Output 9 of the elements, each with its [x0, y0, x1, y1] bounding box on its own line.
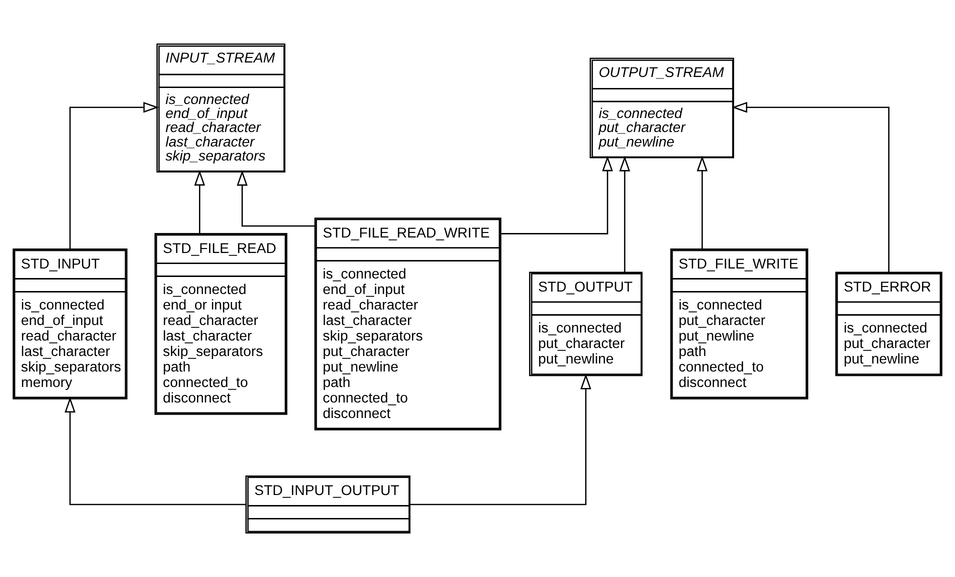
arrow	[69, 102, 159, 249]
arrow	[501, 156, 613, 234]
arrow	[194, 170, 206, 234]
arrow	[410, 374, 592, 506]
arrow	[696, 156, 708, 250]
arrow	[732, 102, 890, 272]
arrow	[236, 170, 315, 227]
arrow	[619, 156, 630, 272]
arrow	[64, 397, 246, 506]
